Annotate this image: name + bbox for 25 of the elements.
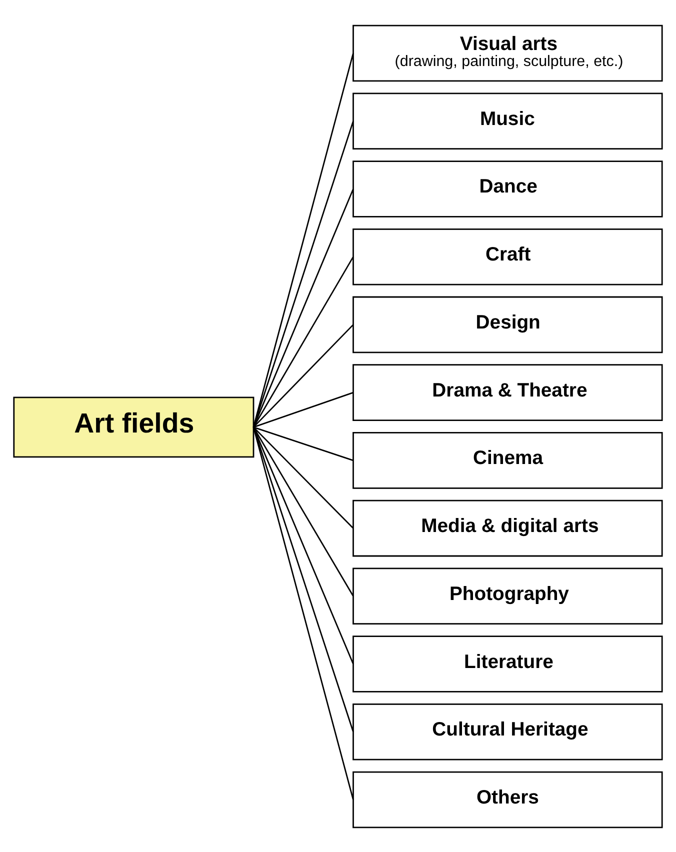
node-box: Cultural Heritage — [352, 703, 663, 760]
connector — [252, 426, 354, 664]
node-box: Dance — [352, 160, 663, 217]
connector — [252, 52, 354, 427]
connector — [252, 256, 354, 428]
node-box: Drama & Theatre — [352, 364, 663, 420]
connector — [252, 426, 354, 732]
connector — [253, 324, 354, 428]
node-box: Design — [352, 296, 663, 353]
connector — [253, 426, 354, 528]
connector — [252, 120, 354, 427]
connector — [253, 391, 354, 428]
node-box: Media & digital arts — [352, 499, 663, 556]
connector — [252, 188, 354, 427]
node-box: Photography — [352, 567, 663, 624]
node-box: Craft — [352, 228, 663, 285]
node-box: Art fields — [13, 396, 254, 458]
node-box: Visual arts (drawing, painting, sculpture, etc.) — [352, 24, 663, 82]
connector — [252, 426, 354, 596]
connector — [253, 426, 354, 461]
node-box: Music — [352, 92, 663, 149]
node-box: Literature — [352, 635, 663, 692]
node-box: Others — [352, 770, 663, 828]
connector — [252, 426, 354, 800]
node-box: Cinema — [352, 432, 663, 488]
